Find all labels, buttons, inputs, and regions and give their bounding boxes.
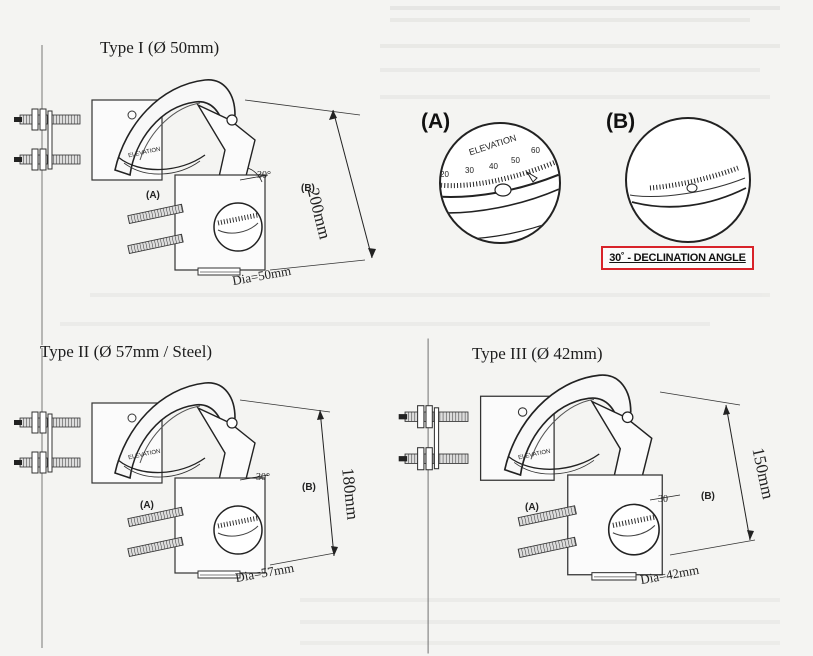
declination-angle-text: 30˚ - DECLINATION ANGLE: [609, 252, 746, 264]
type-3-title: Type III (Ø 42mm): [472, 344, 603, 363]
detail-b-label: (B): [606, 110, 636, 133]
detail-a-tick-50: 50: [511, 156, 520, 165]
detail-a-tick-20: 20: [440, 170, 449, 179]
type-2-angle: 30°: [256, 472, 270, 483]
type-2-label-b: (B): [302, 482, 316, 493]
declination-angle-callout: 30˚ - DECLINATION ANGLE: [601, 246, 754, 270]
type-3-assembly: [399, 339, 756, 654]
detail-a-tick-60: 60: [531, 146, 540, 155]
type-2-assembly: [14, 348, 338, 648]
detail-a-tick-40: 40: [489, 162, 498, 171]
detail-a-label: (A): [421, 110, 451, 133]
detail-a-tick-30: 30: [465, 166, 474, 175]
detail-b-gauge: [625, 117, 751, 243]
type-2-title: Type II (Ø 57mm / Steel): [40, 342, 213, 361]
type-1-title: Type I (Ø 50mm): [100, 38, 220, 57]
type-2-label-a: (A): [140, 500, 154, 511]
type-3-angle: 30: [658, 494, 668, 505]
type-1-assembly: [14, 45, 376, 345]
type-1-label-a: (A): [146, 190, 160, 201]
type-3-label-a: (A): [525, 502, 539, 513]
type-1-label-b: (B): [301, 183, 315, 194]
type-3-label-b: (B): [701, 491, 715, 502]
detail-a-gauge: [439, 122, 561, 244]
background-text-noise: [60, 6, 780, 645]
type-1-angle: 30°: [257, 170, 271, 181]
